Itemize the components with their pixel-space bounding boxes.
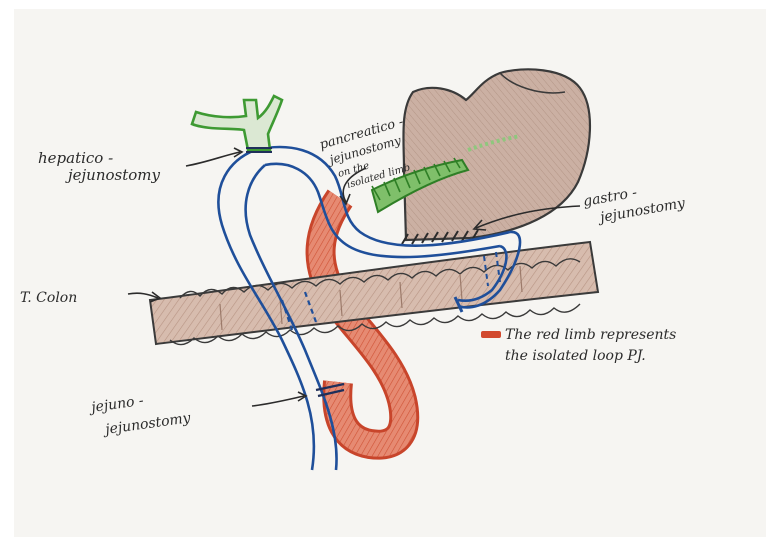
label-hepatico-1: hepatico -	[38, 149, 113, 167]
bile-duct	[192, 96, 282, 152]
label-hepatico-2: jejunostomy	[65, 166, 161, 184]
legend-line-1: The red limb represents	[505, 327, 676, 343]
label-jejuno-1: jejuno -	[87, 393, 145, 417]
legend-line-2: the isolated loop PJ.	[505, 348, 646, 364]
label-colon: T. Colon	[20, 290, 77, 306]
red-limb-swatch	[481, 331, 501, 338]
stomach	[403, 69, 590, 240]
label-jejuno-2: jejunostomy	[101, 410, 192, 438]
